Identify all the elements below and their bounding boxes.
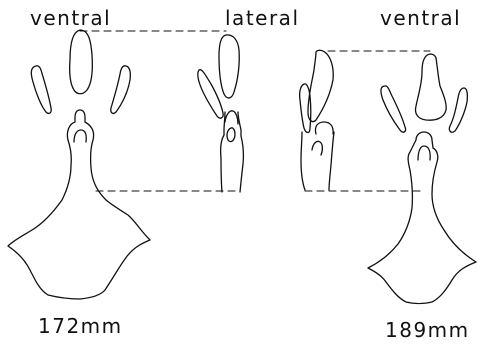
- right-lateral-ventral: [300, 84, 311, 133]
- view-label-middle: lateral: [225, 8, 300, 28]
- size-label-right: 189mm: [385, 320, 470, 340]
- left-side-element-l: [31, 66, 51, 114]
- right-lateral-inner: [312, 141, 322, 155]
- right-lateral-column: [301, 132, 334, 190]
- right-stalk-detail: [418, 146, 430, 160]
- right-plate-with-stalk: [368, 132, 476, 304]
- lateral-ventral-element: [198, 70, 223, 118]
- specimen-middle-lateral: [198, 35, 244, 192]
- lateral-lower-inner: [227, 128, 235, 142]
- left-top-element: [70, 30, 93, 94]
- right-lateral-cap: [315, 122, 333, 134]
- connector-lines: [80, 31, 430, 191]
- specimen-right-ventral: [368, 54, 476, 304]
- specimen-left-ventral: [8, 30, 150, 299]
- size-label-left: 172mm: [38, 316, 123, 336]
- view-label-right: ventral: [380, 8, 461, 28]
- lateral-lower-column: [221, 112, 244, 192]
- right-side-element-l: [381, 86, 406, 132]
- right-side-element-r: [449, 88, 467, 132]
- left-stalk-detail: [74, 130, 86, 142]
- right-lateral-upper: [308, 50, 333, 121]
- left-side-element-r: [111, 66, 131, 114]
- specimen-right-lateral: [300, 50, 334, 190]
- left-plate-with-stalk: [8, 110, 150, 299]
- lateral-lower-cap: [225, 111, 238, 124]
- lateral-upper-element: [219, 35, 239, 98]
- right-top-element: [415, 54, 446, 120]
- view-label-left: ventral: [30, 8, 111, 28]
